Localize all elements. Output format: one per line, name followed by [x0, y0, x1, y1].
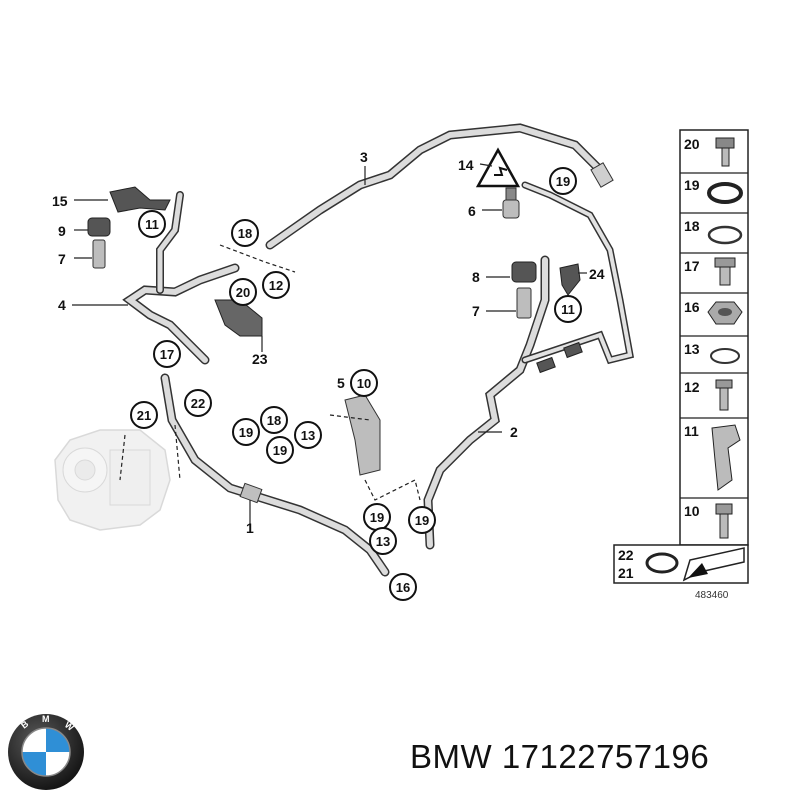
- hose-1: [160, 373, 390, 577]
- bracket-15: [109, 186, 171, 213]
- valve-cap-9-left: [87, 217, 111, 269]
- bolt-17-icon: [714, 257, 736, 286]
- bracket-5: [344, 394, 381, 476]
- callout-10: 10: [350, 369, 378, 397]
- callout-19-d: 19: [408, 506, 436, 534]
- svg-text:13: 13: [684, 341, 700, 357]
- callout-20: 20: [229, 278, 257, 306]
- dashed-leaders: [119, 244, 421, 501]
- svg-text:15: 15: [52, 193, 68, 209]
- seal-arrow-icon: [682, 547, 745, 582]
- bolt-20-icon: [715, 137, 735, 167]
- svg-text:19: 19: [239, 425, 253, 440]
- callout-18-top: 18: [231, 219, 259, 247]
- callout-22: 22: [184, 389, 212, 417]
- hose-2: [423, 181, 635, 550]
- svg-text:10: 10: [684, 503, 700, 519]
- svg-text:18: 18: [684, 218, 700, 234]
- svg-text:22: 22: [618, 547, 634, 563]
- svg-text:13: 13: [301, 428, 315, 443]
- svg-text:8: 8: [472, 269, 480, 285]
- svg-text:11: 11: [561, 302, 575, 317]
- svg-text:9: 9: [58, 223, 66, 239]
- bolt-12-icon: [715, 379, 733, 411]
- svg-text:19: 19: [415, 513, 429, 528]
- svg-text:24: 24: [589, 266, 605, 282]
- valve-cap-8-right: [511, 261, 537, 319]
- svg-text:12: 12: [684, 379, 700, 395]
- bracket-24: [559, 263, 581, 296]
- callout-16: 16: [389, 573, 417, 601]
- svg-text:16: 16: [396, 580, 410, 595]
- o-ring-18-icon: [707, 225, 743, 245]
- svg-text:2: 2: [510, 424, 518, 440]
- callout-17: 17: [153, 340, 181, 368]
- svg-text:20: 20: [684, 136, 700, 152]
- svg-text:3: 3: [360, 149, 368, 165]
- callout-18-mid: 18: [260, 406, 288, 434]
- svg-text:B: B: [19, 718, 31, 730]
- bolt-10-icon: [715, 503, 733, 539]
- hose-4: [122, 191, 240, 365]
- callout-21: 21: [130, 401, 158, 429]
- svg-text:19: 19: [556, 174, 570, 189]
- hose-3: [265, 123, 614, 250]
- warning-triangle-14: [475, 147, 521, 188]
- svg-text:11: 11: [684, 423, 699, 439]
- bracket-11-icon: [711, 424, 741, 491]
- o-ring-19-icon: [707, 182, 743, 204]
- svg-text:10: 10: [357, 376, 371, 391]
- parts-panel: 20 19 18 17 16 13 12 11 10: [613, 129, 749, 601]
- callout-19-a: 19: [232, 418, 260, 446]
- callout-13-a: 13: [294, 421, 322, 449]
- svg-text:6: 6: [468, 203, 476, 219]
- svg-text:18: 18: [238, 226, 252, 241]
- svg-text:19: 19: [370, 510, 384, 525]
- callout-13-b: 13: [369, 527, 397, 555]
- svg-text:7: 7: [58, 251, 66, 267]
- svg-text:19: 19: [684, 177, 700, 193]
- svg-text:22: 22: [191, 396, 205, 411]
- svg-text:17: 17: [684, 258, 700, 274]
- callout-19-b: 19: [266, 436, 294, 464]
- svg-text:21: 21: [137, 408, 151, 423]
- footer-part-number: BMW 17122757196: [410, 738, 710, 775]
- o-ring-13-icon: [710, 348, 740, 364]
- callout-12: 12: [262, 271, 290, 299]
- svg-text:5: 5: [337, 375, 345, 391]
- bmw-logo: B M W: [8, 714, 84, 790]
- callout-19-top: 19: [549, 167, 577, 195]
- circled-callouts: 11 18 20 12 17 22 21 19 18 13 19 10 19 1…: [130, 167, 582, 601]
- bracket-23: [214, 299, 263, 337]
- callout-11-left: 11: [138, 210, 166, 238]
- svg-text:23: 23: [252, 351, 268, 367]
- svg-text:4: 4: [58, 297, 66, 313]
- svg-text:M: M: [42, 714, 50, 724]
- plain-labels: 15 9 7 4 3 14 6 8 7 24 5 2 1 23: [52, 149, 605, 536]
- svg-text:21: 21: [618, 565, 634, 581]
- seal-ring-icon: [645, 552, 679, 574]
- svg-text:18: 18: [267, 413, 281, 428]
- pressure-sensor-6: [502, 187, 520, 219]
- svg-text:13: 13: [376, 534, 390, 549]
- svg-text:17: 17: [160, 347, 174, 362]
- callout-19-c: 19: [363, 503, 391, 531]
- nut-16-icon: [707, 301, 743, 325]
- callout-11-right: 11: [554, 295, 582, 323]
- svg-text:19: 19: [273, 443, 287, 458]
- svg-text:14: 14: [458, 157, 474, 173]
- svg-text:1: 1: [246, 520, 254, 536]
- svg-text:16: 16: [684, 299, 700, 315]
- svg-text:12: 12: [269, 278, 283, 293]
- compressor-illustration: [54, 429, 171, 531]
- svg-text:7: 7: [472, 303, 480, 319]
- svg-text:20: 20: [236, 285, 250, 300]
- diagram-code: 483460: [695, 590, 729, 601]
- svg-text:11: 11: [145, 217, 159, 232]
- leader-lines: [72, 163, 587, 524]
